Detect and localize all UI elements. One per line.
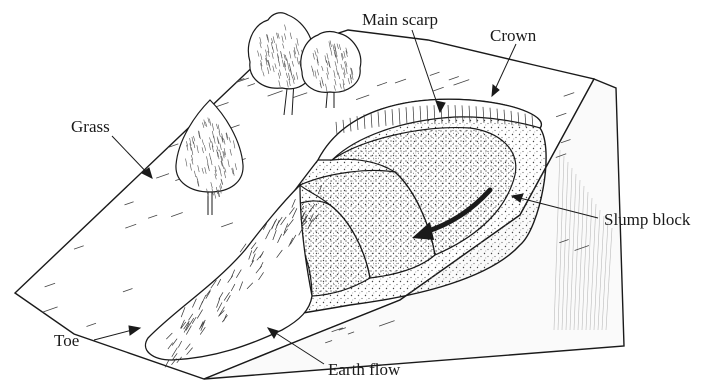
- label-main-scarp: Main scarp: [362, 11, 438, 28]
- label-toe: Toe: [54, 332, 79, 349]
- label-slump-block: Slump block: [604, 211, 690, 228]
- label-earth-flow: Earth flow: [328, 361, 400, 378]
- label-crown: Crown: [490, 27, 536, 44]
- label-grass: Grass: [71, 118, 110, 135]
